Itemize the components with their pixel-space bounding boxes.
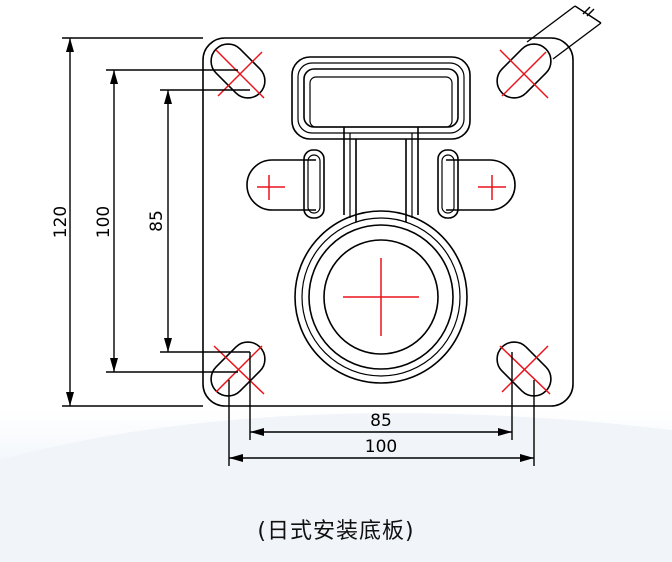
dim-label-horizontal-hole-pitch: 100 [365,437,397,457]
dimension-arrows [66,38,534,462]
break-mark [526,5,602,60]
dim-label-vertical-inner-pitch: 85 [147,210,167,232]
dim-label-overall-height: 120 [51,206,71,238]
corner-slot-top-left [210,43,266,99]
corner-slot-bottom-left [210,341,266,397]
corner-slot-bottom-right [496,341,552,397]
keyhole-ring [291,56,471,384]
dimension-lines [62,37,535,466]
background-wave [0,413,672,562]
plate-outline [202,37,574,407]
technical-drawing: 120 100 85 85 100 [51,5,602,466]
center-cross [343,258,419,336]
dim-label-horizontal-inner-pitch: 85 [370,411,392,431]
side-slot-left [246,149,325,219]
corner-slot-top-right [496,43,552,99]
caption: (日式安装底板) [257,519,415,544]
side-slot-right [437,149,516,219]
dim-label-vertical-hole-pitch: 100 [94,206,114,238]
